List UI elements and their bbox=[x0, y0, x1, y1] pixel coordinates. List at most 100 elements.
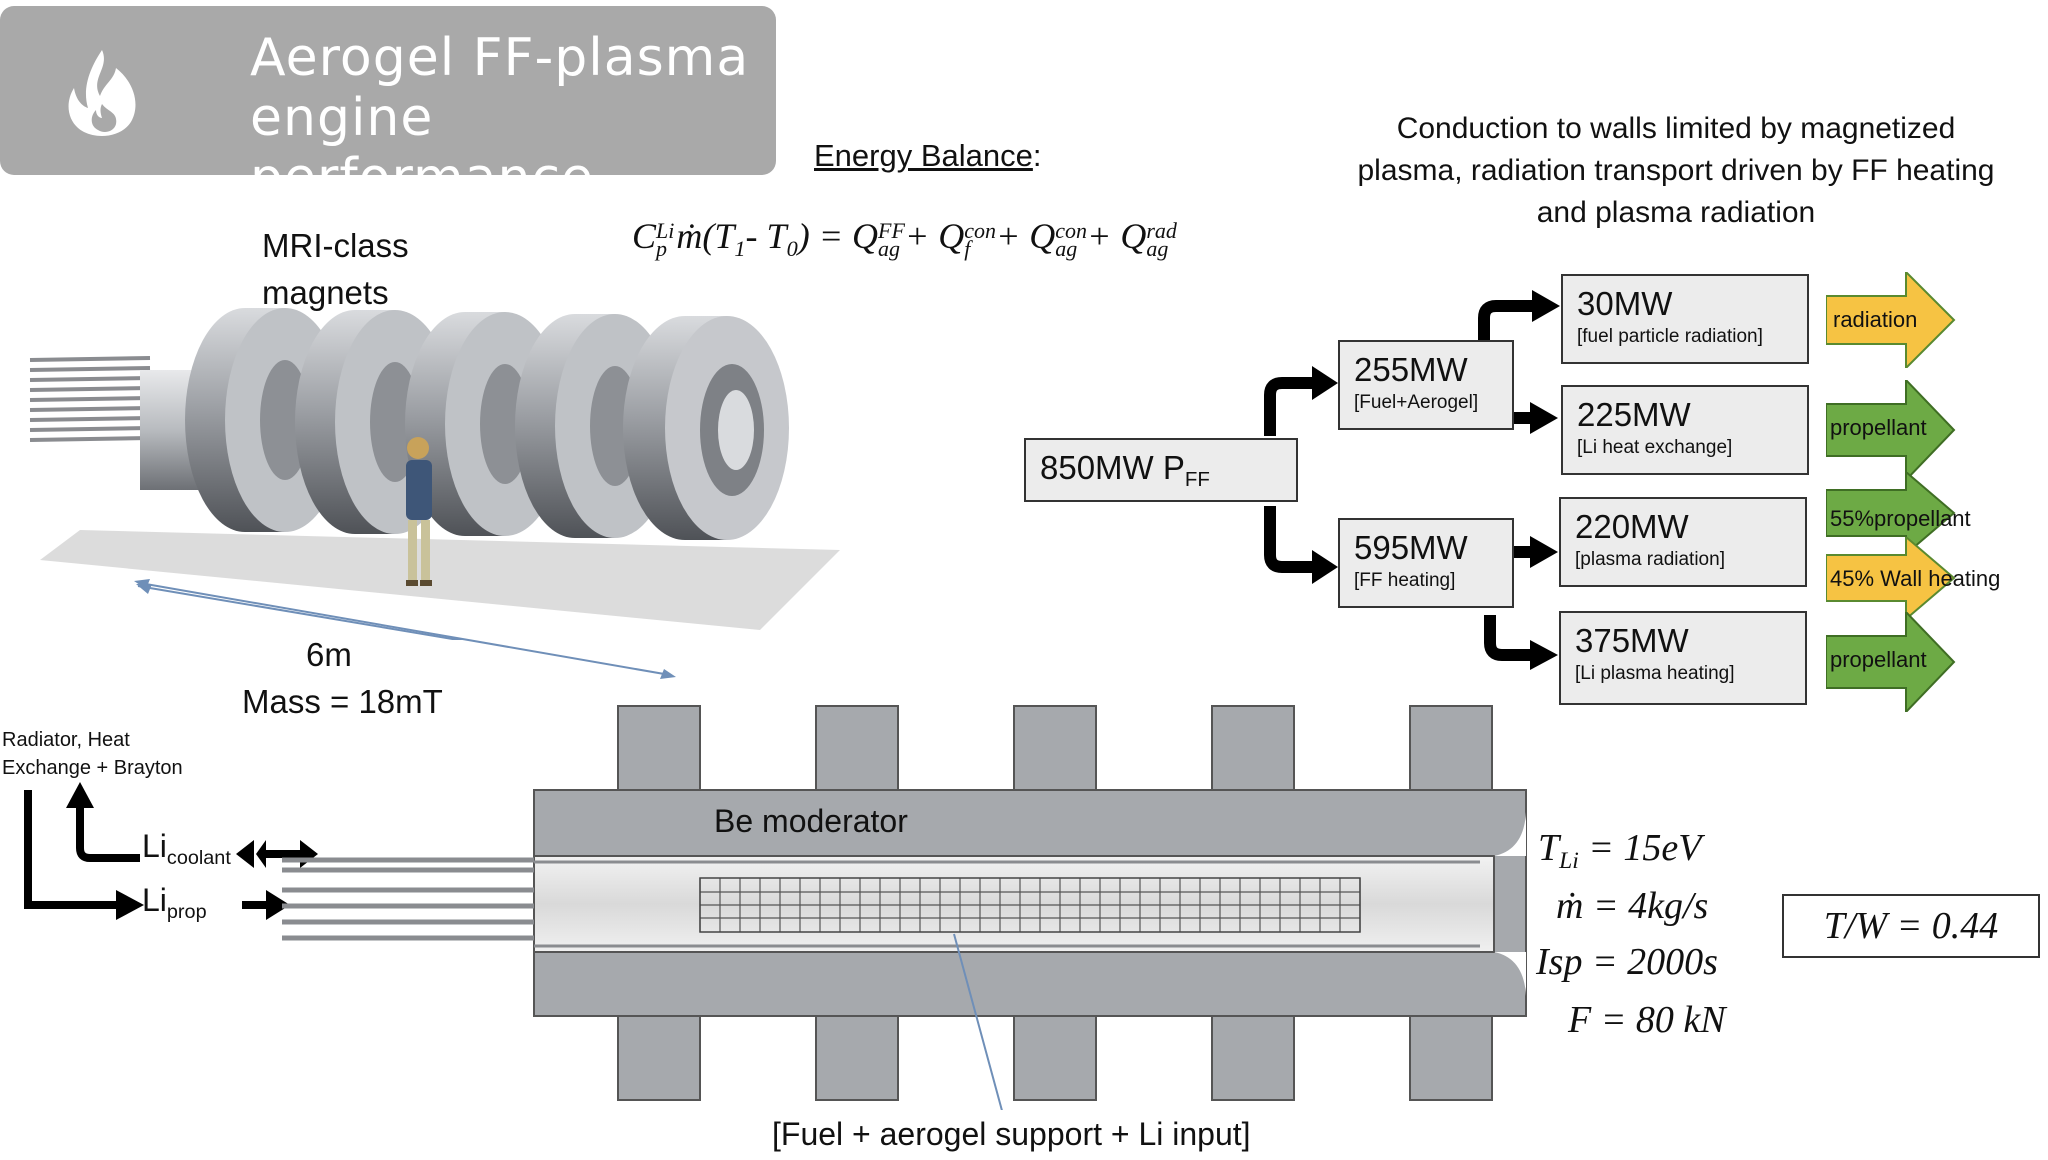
energy-balance-label: Energy Balance: bbox=[814, 136, 1042, 176]
node-225mw-note: [Li heat exchange] bbox=[1577, 437, 1733, 458]
eq-q3-sub: ag bbox=[1055, 235, 1078, 261]
param-force-lhs: F bbox=[1568, 999, 1592, 1041]
node-375mw-note: [Li plasma heating] bbox=[1575, 663, 1735, 684]
thrust-to-weight-value: T/W = 0.44 bbox=[1823, 905, 1999, 947]
node-225mw-value: 225MW bbox=[1577, 396, 1691, 433]
energy-balance-title: Energy Balance bbox=[814, 138, 1033, 173]
radiation-label: radiation bbox=[1833, 307, 1918, 332]
magnet-length: 6m bbox=[306, 636, 352, 673]
li-coolant-sub: coolant bbox=[166, 846, 231, 869]
eq-cp: C bbox=[632, 216, 657, 256]
thrust-to-weight-box: T/W = 0.44 bbox=[1782, 894, 2040, 958]
magnets-line-1: MRI-class bbox=[262, 227, 409, 264]
conduction-line-1: Conduction to walls limited by magnetize… bbox=[1396, 112, 1956, 145]
title-line-2: engine performance bbox=[250, 88, 595, 208]
node-595mw: 595MW [FF heating] bbox=[1338, 518, 1514, 608]
eq-cp-sup: Li bbox=[656, 217, 675, 243]
be-moderator-label: Be moderator bbox=[714, 803, 908, 839]
eq-q4-sub: ag bbox=[1146, 235, 1169, 261]
eq-t0-sub: 0 bbox=[786, 235, 798, 261]
length-dimension-arrow bbox=[134, 579, 676, 679]
param-t-li-rhs: = 15eV bbox=[1578, 827, 1702, 869]
param-t-li: TLi = 15eV bbox=[1538, 826, 1702, 875]
person-figure bbox=[406, 437, 432, 586]
conduction-line-3: and plasma radiation bbox=[1536, 196, 1816, 229]
flame-icon bbox=[68, 50, 136, 136]
radiator-line-2: Exchange + Brayton bbox=[2, 757, 183, 779]
param-mdot-rhs: = 4kg/s bbox=[1583, 885, 1709, 927]
node-850mw: 850MW PFF bbox=[1024, 438, 1298, 502]
eq-close: ) = bbox=[797, 216, 852, 256]
li-coolant-label: Licoolant bbox=[142, 828, 231, 870]
param-force-rhs: = 80 kN bbox=[1591, 999, 1726, 1041]
coolant-loop-arrows bbox=[24, 782, 318, 920]
node-225mw: 225MW [Li heat exchange] bbox=[1561, 385, 1809, 475]
magnet-mass: Mass = 18mT bbox=[242, 683, 443, 720]
node-30mw-value: 30MW bbox=[1577, 285, 1673, 322]
eq-q4: Q bbox=[1120, 216, 1147, 256]
propellant-label-1: propellant bbox=[1830, 415, 1927, 440]
eq-mdot: ṁ(T bbox=[676, 216, 735, 256]
title-banner: Aerogel FF-plasma engine performance bbox=[0, 6, 776, 208]
param-t-li-sub: Li bbox=[1559, 848, 1579, 875]
node-850mw-value: 850MW P bbox=[1040, 449, 1185, 486]
node-255mw-note: [Fuel+Aerogel] bbox=[1354, 392, 1479, 413]
li-prop-sub: prop bbox=[166, 900, 207, 923]
magnets-line-2: magnets bbox=[262, 274, 389, 311]
eq-plus-3: + bbox=[1087, 216, 1121, 256]
eq-q2-sup: con bbox=[964, 217, 996, 243]
node-375mw-value: 375MW bbox=[1575, 622, 1689, 659]
eq-cp-sub: p bbox=[656, 235, 668, 261]
param-mdot-lhs: ṁ bbox=[1556, 885, 1584, 927]
node-375mw: 375MW [Li plasma heating] bbox=[1559, 611, 1807, 705]
wall-heating-label: 45% Wall heating bbox=[1830, 566, 2001, 591]
node-255mw-value: 255MW bbox=[1354, 351, 1468, 388]
radiator-label: Radiator, Heat Exchange + Brayton bbox=[2, 726, 183, 782]
page-title: Aerogel FF-plasma engine performance bbox=[250, 28, 770, 208]
propellant55-label: 55%propellant bbox=[1830, 506, 1971, 531]
conduction-note: Conduction to walls limited by magnetize… bbox=[1326, 108, 2026, 234]
eq-q1-sub: ag bbox=[878, 235, 900, 261]
title-line-1: Aerogel FF-plasma bbox=[250, 28, 750, 88]
li-coolant-text: Li bbox=[142, 828, 167, 864]
param-force: F = 80 kN bbox=[1568, 998, 1726, 1042]
node-595mw-value: 595MW bbox=[1354, 529, 1468, 566]
node-595mw-note: [FF heating] bbox=[1354, 570, 1456, 591]
fuel-support-label: [Fuel + aerogel support + Li input] bbox=[772, 1116, 1251, 1152]
eq-q4-sup: rad bbox=[1146, 217, 1177, 243]
eq-q3-sup: con bbox=[1055, 217, 1088, 243]
conduction-line-2: plasma, radiation transport driven by FF… bbox=[1357, 154, 1995, 187]
radiation-arrow bbox=[1826, 272, 1956, 368]
energy-balance-colon: : bbox=[1032, 138, 1042, 173]
magnet-assembly-illustration bbox=[29, 308, 840, 640]
eq-q2: Q bbox=[938, 216, 965, 256]
engine-cross-section bbox=[282, 705, 1527, 1110]
eq-minus: - T bbox=[745, 216, 787, 256]
node-850mw-sub: FF bbox=[1184, 468, 1210, 492]
propellant-arrow-1 bbox=[1826, 380, 1956, 480]
node-220mw-note: [plasma radiation] bbox=[1575, 549, 1725, 570]
param-isp-rhs: = 2000s bbox=[1582, 941, 1718, 983]
param-isp: Isp = 2000s bbox=[1536, 940, 1718, 984]
node-220mw: 220MW [plasma radiation] bbox=[1559, 497, 1807, 587]
node-30mw: 30MW [fuel particle radiation] bbox=[1561, 274, 1809, 364]
eq-q1-sup: FF bbox=[878, 217, 905, 243]
eq-plus-1: + bbox=[904, 216, 939, 256]
eq-t1-sub: 1 bbox=[734, 235, 746, 261]
eq-q1: Q bbox=[852, 216, 878, 256]
param-t-li-lhs: T bbox=[1538, 827, 1560, 869]
node-220mw-value: 220MW bbox=[1575, 508, 1689, 545]
magnets-label: MRI-class magnets bbox=[262, 222, 409, 316]
propellant-arrow-2 bbox=[1826, 612, 1956, 712]
node-255mw: 255MW [Fuel+Aerogel] bbox=[1338, 340, 1514, 430]
radiator-line-1: Radiator, Heat bbox=[2, 729, 130, 751]
eq-q3: Q bbox=[1029, 216, 1056, 256]
li-prop-text: Li bbox=[142, 882, 167, 918]
param-isp-lhs: Isp bbox=[1536, 941, 1583, 983]
node-30mw-note: [fuel particle radiation] bbox=[1577, 326, 1763, 347]
wall-heating-arrow bbox=[1826, 537, 1956, 619]
eq-q2-sub: f bbox=[964, 235, 971, 261]
eq-plus-2: + bbox=[995, 216, 1030, 256]
li-prop-label: Liprop bbox=[142, 882, 207, 924]
